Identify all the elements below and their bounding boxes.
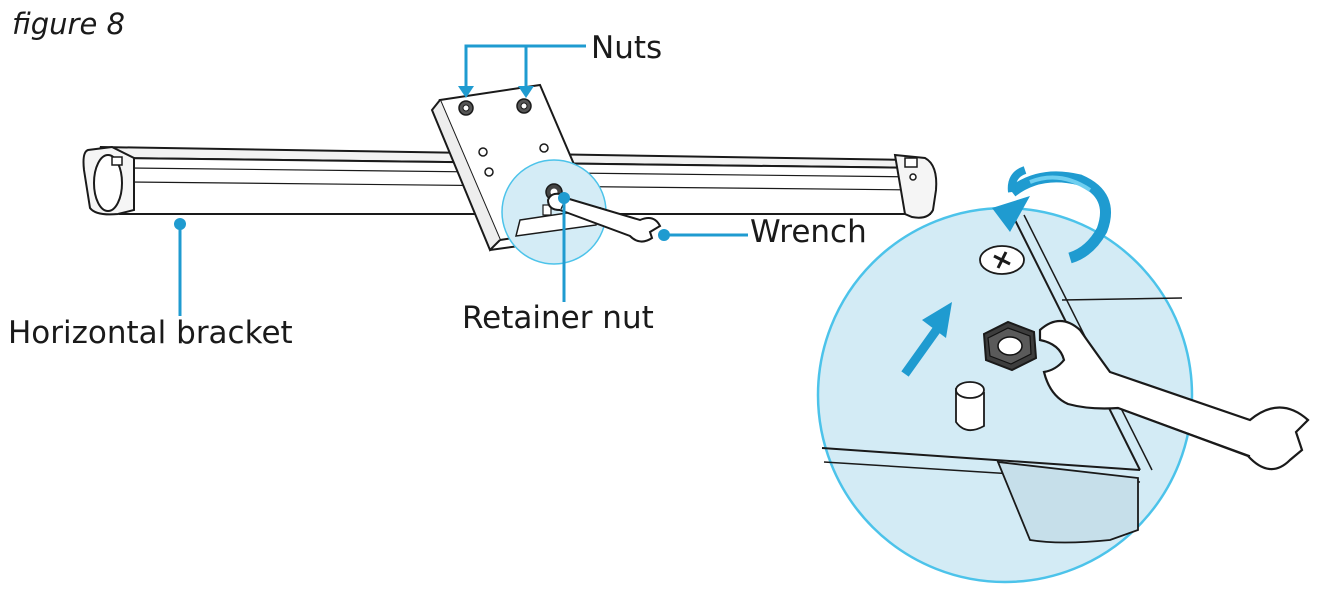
nuts-leader (464, 44, 586, 88)
large-detail-circle (816, 206, 1194, 584)
callout-lines (178, 44, 748, 316)
rotation-arrow-icon (992, 166, 1111, 264)
label-nuts: Nuts (591, 30, 663, 66)
label-wrench: Wrench (750, 214, 867, 250)
figure-title: figure 8 (12, 7, 125, 41)
retainer-nut-icon (982, 320, 1038, 372)
large-wrench-icon (1038, 319, 1310, 471)
label-retainer-nut: Retainer nut (462, 300, 654, 336)
callout-markers (174, 86, 670, 241)
label-horizontal-bracket: Horizontal bracket (8, 315, 293, 351)
